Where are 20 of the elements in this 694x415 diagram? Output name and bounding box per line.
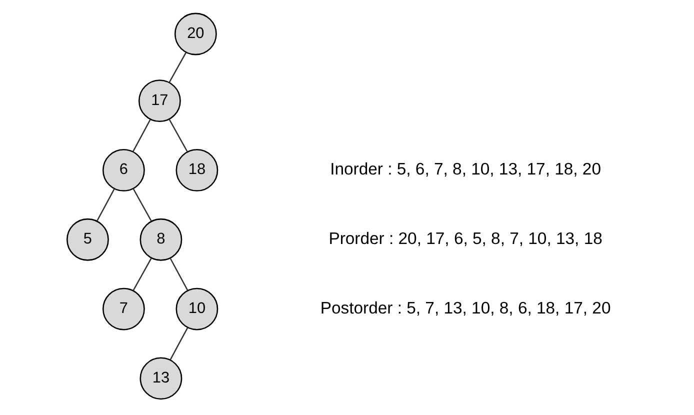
connector <box>170 258 188 291</box>
connector <box>132 188 152 222</box>
label: Postorder : 5, 7, 13, 10, 8, 6, 18, 17, 20 <box>320 298 611 318</box>
connector <box>170 327 188 360</box>
label: Inorder : 5, 6, 7, 8, 10, 13, 17, 18, 20 <box>330 160 602 179</box>
connector <box>168 52 187 83</box>
node-circle: 5 <box>66 218 109 261</box>
connector <box>132 119 151 152</box>
connector <box>132 258 152 291</box>
connector <box>96 188 115 222</box>
node-circle: 20 <box>174 12 217 56</box>
connector <box>168 119 188 152</box>
label: Prorder : 20, 17, 6, 5, 8, 7, 10, 13, 18 <box>328 229 602 248</box>
node-circle: 13 <box>140 357 182 400</box>
node-circle: 17 <box>138 80 181 122</box>
node-circle: 7 <box>102 288 145 330</box>
node-circle: 18 <box>176 149 218 192</box>
node-circle: 10 <box>176 288 218 330</box>
node-circle: 8 <box>140 218 182 261</box>
node-circle: 6 <box>102 149 145 192</box>
